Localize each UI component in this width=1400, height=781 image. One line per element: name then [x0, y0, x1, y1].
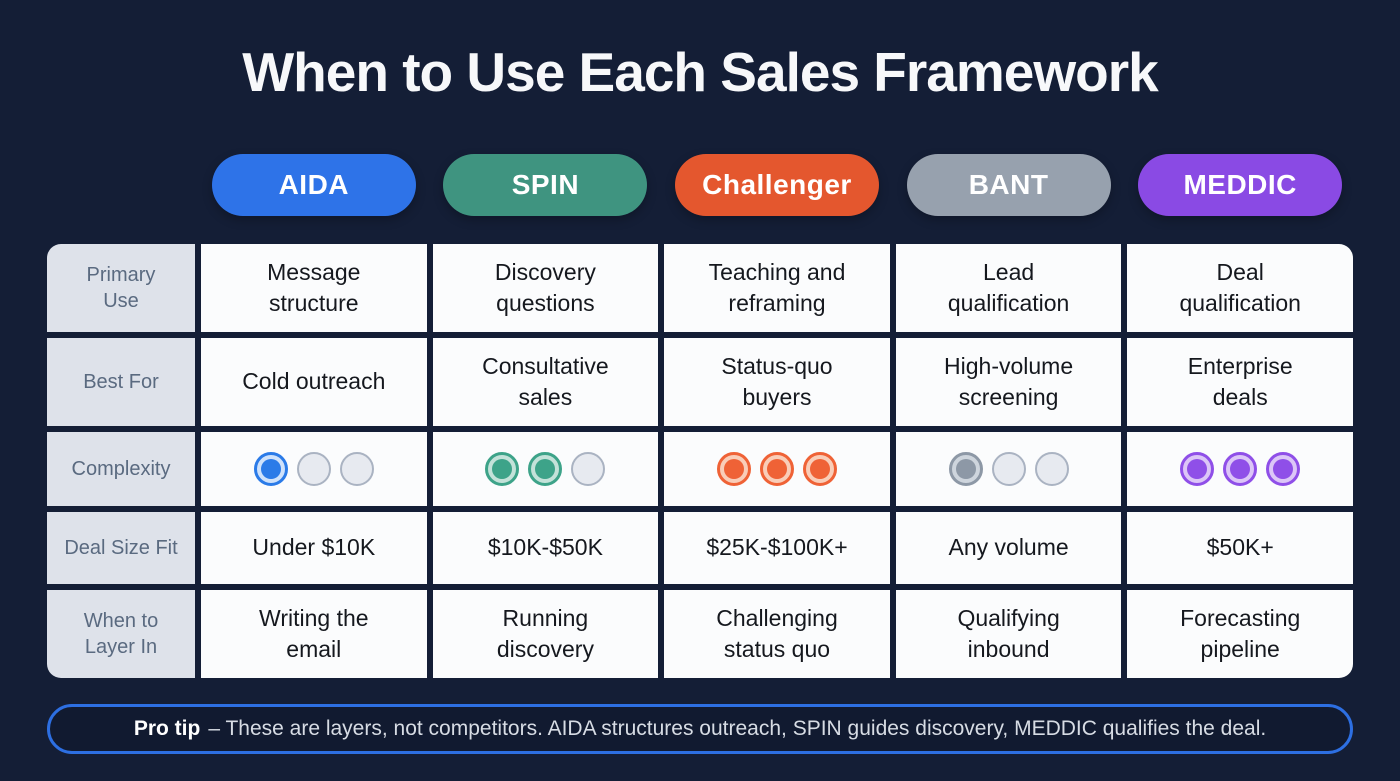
row-label-best-for: Best For [47, 337, 195, 426]
table-cell-bant: Qualifying inbound [895, 589, 1122, 678]
table-cell-bant: Any volume [895, 511, 1122, 584]
complexity-dot-empty [296, 451, 331, 486]
framework-pill-bant: BANT [906, 153, 1111, 216]
complexity-dot-empty [339, 451, 374, 486]
table-cell-spin: $10K-$50K [432, 511, 659, 584]
complexity-dot-empty [991, 451, 1026, 486]
complexity-dot-core [723, 458, 744, 479]
complexity-dot-empty [571, 451, 606, 486]
complexity-dot-core [955, 458, 976, 479]
pro-tip-banner: Pro tip – These are layers, not competit… [47, 703, 1353, 754]
table-cell-aida: Cold outreach [201, 337, 427, 426]
complexity-dot-core [492, 458, 513, 479]
table-cell-meddic: $50K+ [1127, 511, 1353, 584]
table-cell-aida: Message structure [201, 243, 427, 332]
row-label-deal-size-fit: Deal Size Fit [47, 511, 195, 584]
table-cell-challenger: Challenging status quo [664, 589, 890, 678]
complexity-dot-filled [1180, 451, 1215, 486]
table-cell-spin: Consultative sales [432, 337, 659, 426]
complexity-dot-filled [1266, 451, 1301, 486]
framework-pill-challenger: Challenger [674, 153, 879, 216]
table-cell-bant: High-volume screening [895, 337, 1122, 426]
table-cell-meddic [1127, 431, 1353, 506]
table-cell-challenger: Status-quo buyers [664, 337, 890, 426]
table-cell-aida [201, 431, 427, 506]
row-label-complexity: Complexity [47, 431, 195, 506]
row-label-when-to-layer-in: When to Layer In [47, 589, 195, 678]
framework-pill-meddic: MEDDIC [1138, 153, 1343, 216]
table-cell-spin [432, 431, 659, 506]
framework-pill-row: AIDA SPIN Challenger BANT MEDDIC [47, 153, 1353, 216]
complexity-dots-meddic [1180, 451, 1301, 486]
complexity-dots-challenger [716, 451, 837, 486]
complexity-dot-filled [759, 451, 794, 486]
table-cell-aida: Under $10K [201, 511, 427, 584]
infographic-page: When to Use Each Sales Framework AIDA SPI… [0, 41, 1400, 781]
row-label-primary-use: Primary Use [47, 243, 195, 332]
framework-pill-aida: AIDA [211, 153, 416, 216]
table-cell-challenger: Teaching and reframing [664, 243, 890, 332]
table-cell-meddic: Forecasting pipeline [1127, 589, 1353, 678]
page-title: When to Use Each Sales Framework [242, 41, 1159, 103]
pro-tip-text: – These are layers, not competitors. AID… [208, 716, 1267, 740]
complexity-dots-bant [948, 451, 1069, 486]
table-cell-aida: Writing the email [201, 589, 427, 678]
complexity-dot-core [809, 458, 830, 479]
complexity-dot-filled [253, 451, 288, 486]
complexity-dot-core [1273, 458, 1294, 479]
table-cell-bant: Lead qualification [895, 243, 1122, 332]
complexity-dot-core [1230, 458, 1251, 479]
table-cell-challenger: $25K-$100K+ [664, 511, 890, 584]
table-cell-bant [895, 431, 1122, 506]
complexity-dot-filled [528, 451, 563, 486]
table-cell-meddic: Enterprise deals [1127, 337, 1353, 426]
complexity-dot-core [1187, 458, 1208, 479]
pill-row-spacer [47, 154, 195, 216]
complexity-dot-core [766, 458, 787, 479]
framework-pill-spin: SPIN [443, 153, 648, 216]
complexity-dot-core [535, 458, 556, 479]
complexity-dot-filled [1223, 451, 1258, 486]
complexity-dot-core [260, 458, 281, 479]
complexity-dots-aida [253, 451, 374, 486]
table-cell-spin: Discovery questions [432, 243, 659, 332]
complexity-dots-spin [485, 451, 606, 486]
complexity-dot-filled [948, 451, 983, 486]
table-cell-challenger [664, 431, 890, 506]
pro-tip-label: Pro tip [133, 716, 201, 740]
table-cell-spin: Running discovery [432, 589, 659, 678]
table-cell-meddic: Deal qualification [1127, 243, 1353, 332]
complexity-dot-filled [485, 451, 520, 486]
complexity-dot-filled [716, 451, 751, 486]
complexity-dot-empty [1034, 451, 1069, 486]
complexity-dot-filled [802, 451, 837, 486]
